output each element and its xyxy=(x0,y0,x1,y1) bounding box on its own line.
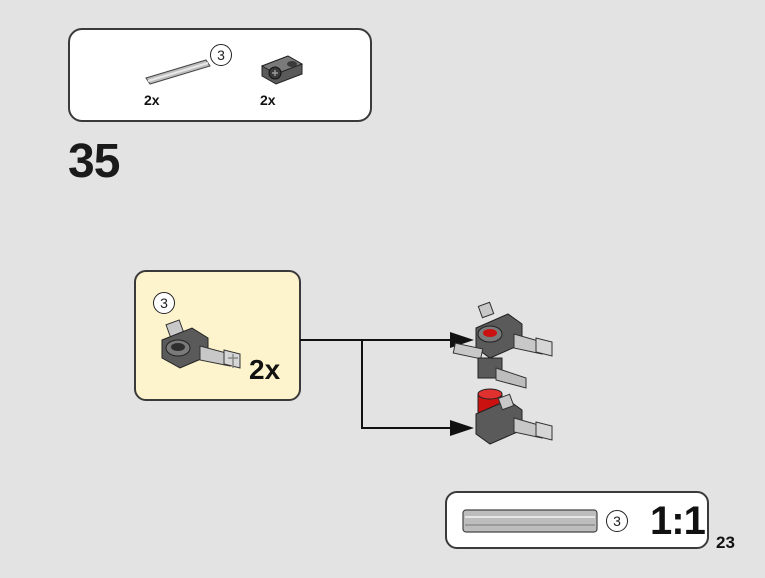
axle-3-icon xyxy=(145,59,211,85)
subassembly-box: 3 2x xyxy=(134,270,301,401)
scale-reference-box: 3 1:1 xyxy=(445,491,709,549)
step-number: 35 xyxy=(68,135,120,188)
axle-1to1-icon xyxy=(462,509,598,533)
page-number: 23 xyxy=(716,533,735,552)
assembled-model-icon xyxy=(452,301,553,445)
scale-axle-callout: 3 xyxy=(606,510,628,532)
axle-connector-icon xyxy=(260,55,304,85)
parts-list-box: 3 2x 2x xyxy=(68,28,372,122)
connector-qty: 2x xyxy=(260,92,276,108)
subassembly-qty: 2x xyxy=(249,354,281,385)
axle-qty: 2x xyxy=(144,92,160,108)
subassembly-part-icon xyxy=(161,319,241,369)
subassembly-axle-callout: 3 xyxy=(153,292,175,314)
axle-length-callout: 3 xyxy=(210,44,232,66)
scale-label: 1:1 xyxy=(650,499,706,543)
